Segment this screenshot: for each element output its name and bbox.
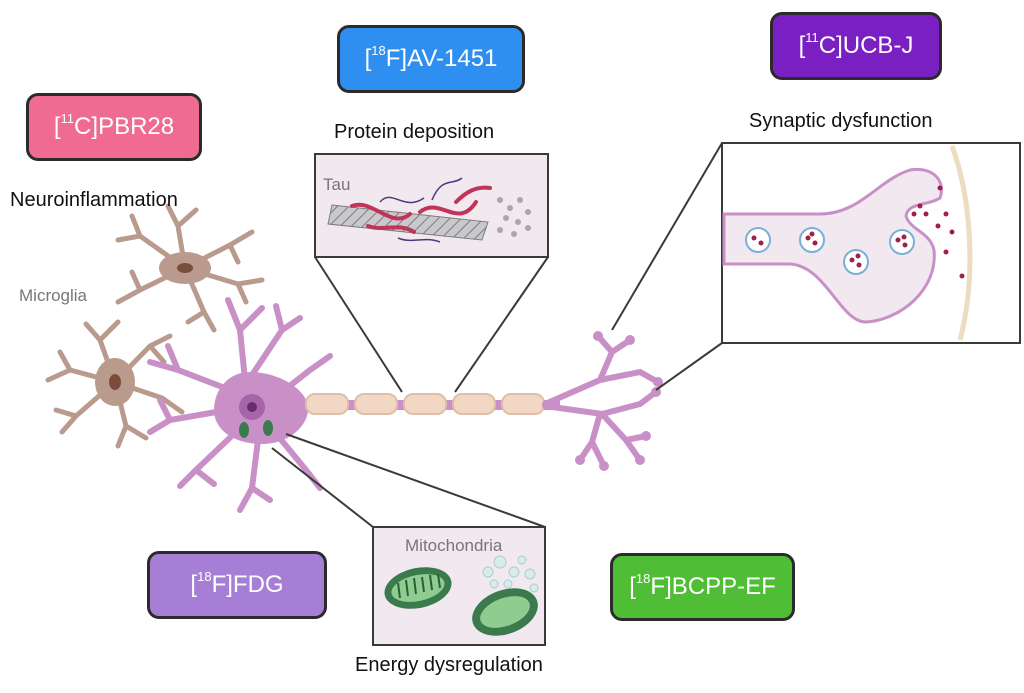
tau-oligomers — [497, 197, 531, 237]
caption-energy-dysregulation: Energy dysregulation — [355, 654, 543, 676]
caption-protein-deposition: Protein deposition — [334, 121, 495, 143]
zoom-lines — [271, 142, 723, 528]
caption-synaptic-dysfunction: Synaptic dysfunction — [749, 110, 933, 132]
tracer-pbr28: [11C]PBR28 — [26, 93, 202, 161]
synapse-inset — [721, 142, 1021, 344]
tau-fibril — [327, 204, 489, 241]
neuron-dendrites — [147, 297, 333, 513]
mitochondria-inset — [372, 526, 546, 646]
damaged-mitochondrion — [472, 555, 539, 636]
tracer-ucbj: [11C]UCB-J — [770, 12, 942, 80]
tau-filaments — [379, 177, 463, 243]
soma-mitochondrion — [263, 420, 273, 436]
label-microglia: Microglia — [19, 286, 88, 305]
nucleolus — [247, 402, 257, 412]
terminal-boutons — [575, 331, 663, 471]
tracer-fdg: [18F]FDG — [147, 551, 327, 619]
axon-terminals — [542, 333, 661, 469]
tracer-av1451: [18F]AV-1451 — [337, 25, 525, 93]
neurotransmitters — [751, 185, 965, 279]
tracer-bcpp: [18F]BCPP-EF — [610, 553, 795, 621]
microglia-top — [115, 203, 265, 333]
label-mitochondria: Mitochondria — [405, 536, 503, 555]
synaptic-vesicles — [745, 227, 915, 275]
healthy-mitochondrion — [384, 567, 452, 609]
label-tau: Tau — [323, 175, 351, 194]
postsynaptic-membrane — [949, 145, 973, 341]
caption-neuroinflammation: Neuroinflammation — [10, 189, 178, 211]
myelin-sheaths — [305, 393, 545, 415]
tau-inset — [314, 153, 549, 258]
tau-protein-strands — [350, 185, 492, 234]
soma-mitochondrion — [239, 422, 249, 438]
presynaptic-terminal — [722, 167, 943, 324]
